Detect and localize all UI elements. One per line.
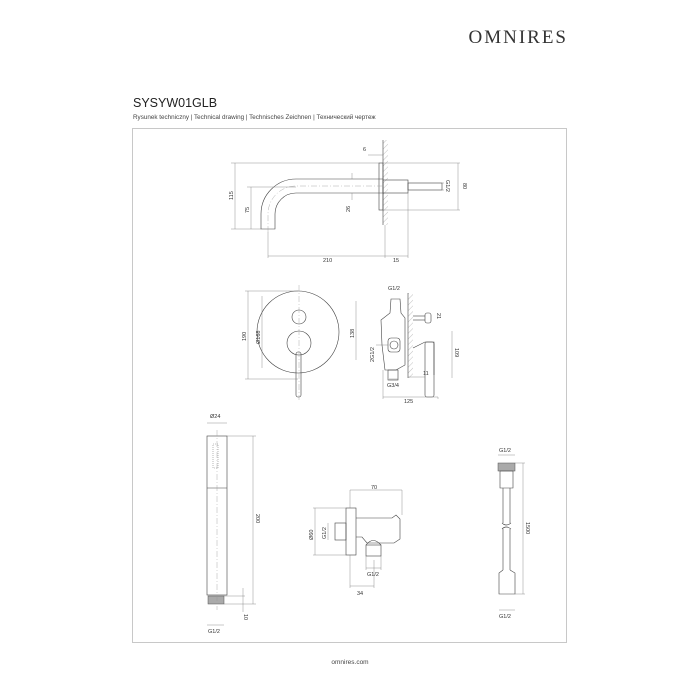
drawing-line [499, 470, 514, 489]
elbow-thread-out [365, 544, 382, 557]
dim-elbow-g12-in: G1/2 [322, 527, 328, 539]
brand-logo: OMNIRES [468, 27, 568, 48]
mixer-body [380, 298, 406, 371]
lever-handle [295, 351, 302, 398]
dim-15: 15 [393, 258, 399, 264]
wall-hatch [383, 140, 388, 225]
wall-elbow-view: 70 Ø60 G1/2 G1/2 34 [309, 485, 403, 597]
hose-tube [502, 488, 511, 570]
mixer-front-view: 190 Ø168 [242, 285, 340, 400]
drawing-frame [132, 128, 567, 643]
hose-view: G1/2 1500 G1/2 [497, 448, 530, 620]
elbow-body [356, 514, 401, 544]
drawing-line [389, 340, 399, 350]
dim-10: 10 [242, 614, 248, 620]
side-lever [424, 341, 435, 398]
drawing-line [387, 369, 399, 381]
dim-11: 11 [423, 371, 429, 377]
dim-side-g12: G1/2 [388, 286, 400, 292]
dim-26: 26 [346, 206, 352, 212]
hand-shower-view: Ø24 200 10 G1/2 [206, 414, 260, 635]
dim-60: Ø60 [309, 530, 315, 540]
hand-shower-thread [207, 595, 225, 605]
dim-6: 6 [363, 147, 366, 153]
hose-nut-top [497, 462, 516, 472]
dim-125: 125 [404, 399, 413, 405]
dim-168: Ø168 [256, 331, 262, 344]
spout-body [260, 178, 383, 230]
dim-190: 190 [242, 332, 248, 341]
drawing-line [212, 443, 219, 469]
dim-115: 115 [229, 191, 235, 200]
drawing-line [365, 540, 382, 546]
drawing-line [407, 182, 443, 191]
dim-1500: 1500 [524, 522, 530, 534]
hose-cone [498, 569, 516, 595]
dim-138: 138 [350, 329, 356, 338]
elbow-thread-in [334, 522, 347, 541]
spout-view: 115 75 26 6 210 15 80 G1/2 [229, 140, 467, 264]
dim-hose-g12-bottom: G1/2 [499, 614, 511, 620]
dim-21: 21 [435, 313, 441, 319]
dim-g34: G3/4 [387, 383, 399, 389]
dim-g12: G1/2 [444, 180, 450, 192]
drawing-line [408, 293, 413, 378]
dim-2g12: 2G1/2 [370, 347, 376, 362]
dim-34: 34 [357, 591, 363, 597]
dim-80: 80 [461, 183, 467, 189]
dim-70: 70 [371, 485, 377, 491]
wall-plate [378, 162, 384, 211]
drawing-subtitle: Rysunek techniczny | Technical drawing |… [133, 114, 376, 121]
mixer-side-view: G1/2 138 2G1/2 21 109 11 G3/4 125 [350, 286, 459, 405]
dim-hose-g12-top: G1/2 [499, 448, 511, 454]
dim-elbow-g12-out: G1/2 [367, 572, 379, 578]
elbow-plate [345, 507, 357, 556]
dim-hs-g12: G1/2 [208, 629, 220, 635]
cover-plate [256, 290, 340, 374]
dim-75: 75 [245, 207, 251, 213]
drawing-line [424, 312, 432, 324]
dim-200: 200 [254, 514, 260, 523]
dim-210: 210 [323, 258, 332, 264]
dim-109: 109 [453, 348, 459, 357]
product-code: SYSYW01GLB [133, 96, 218, 110]
drawing-line [501, 522, 512, 530]
dim-24: Ø24 [210, 414, 220, 420]
footer-url: omnires.com [331, 659, 369, 666]
drawing-line [267, 185, 383, 234]
